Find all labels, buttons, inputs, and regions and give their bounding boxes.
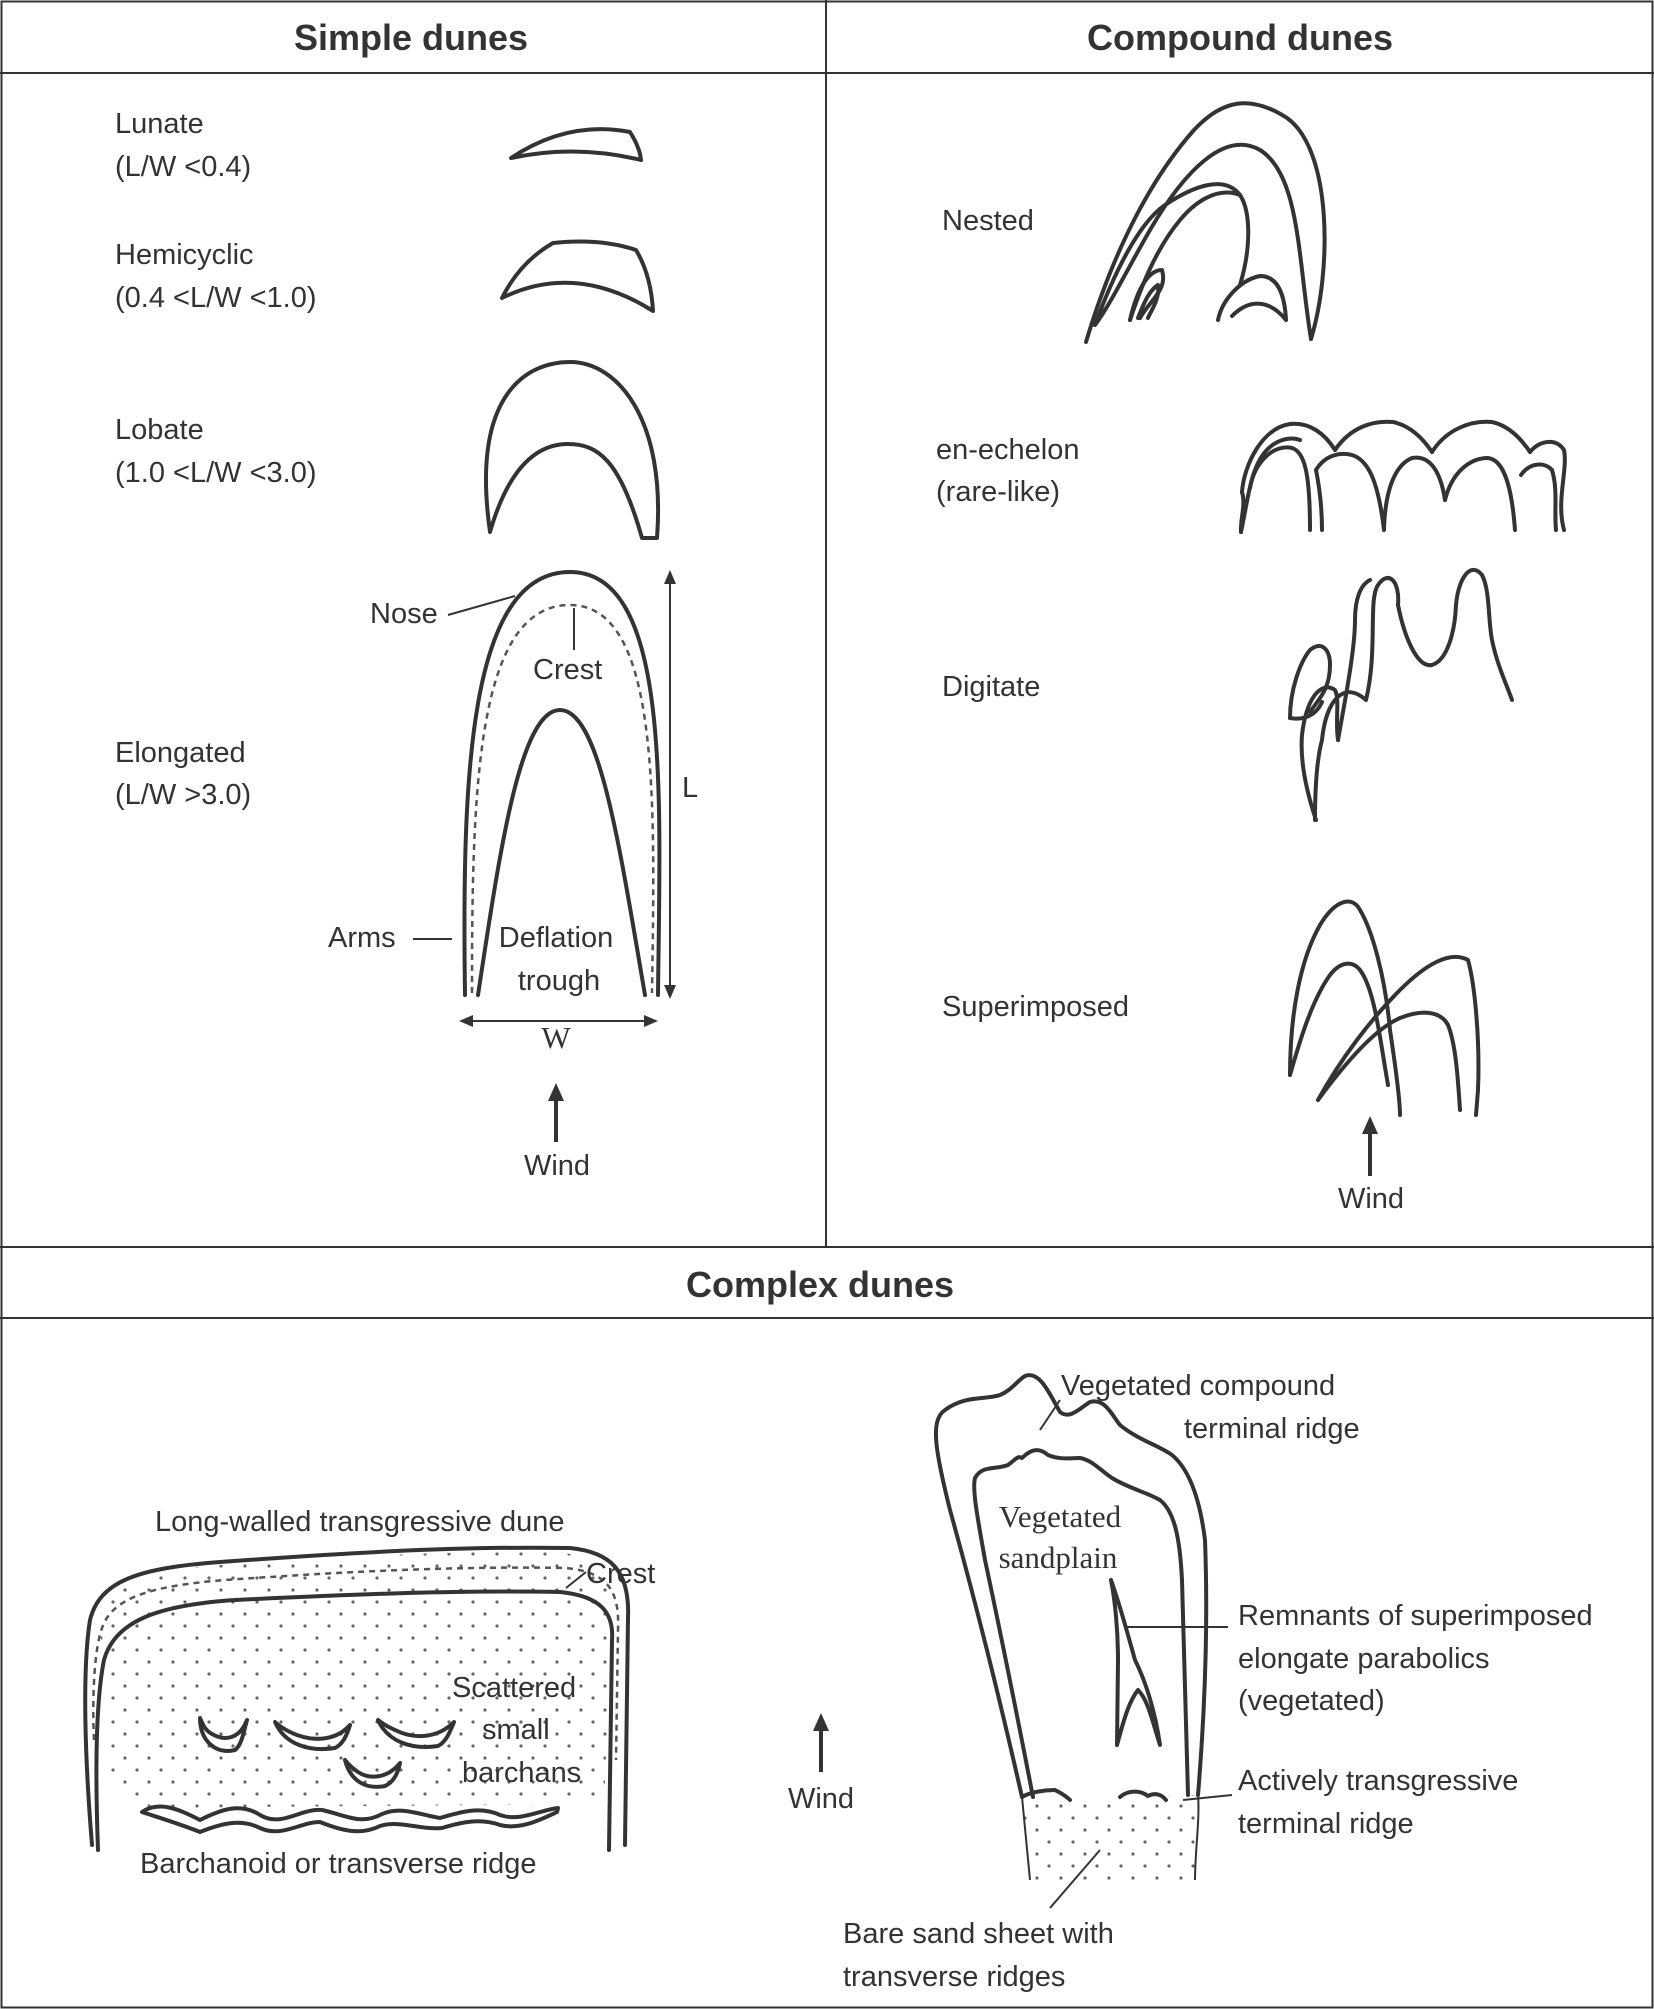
label-vegetated-compound: Vegetated compound: [1061, 1370, 1335, 1402]
width-dimension-arrow: [459, 1015, 658, 1027]
label-elongated-ratio: (L/W >3.0): [115, 779, 251, 811]
superimposed-dune: [1288, 899, 1481, 1117]
label-long-walled-dune: Long-walled transgressive dune: [155, 1506, 564, 1538]
label-lunate-ratio: (L/W <0.4): [115, 151, 251, 183]
wind-arrow-icon: [548, 1083, 564, 1142]
label-scattered: Scattered: [452, 1672, 576, 1704]
label-wind-compound: Wind: [1338, 1183, 1404, 1215]
label-actively-transgressive: Actively transgressive: [1238, 1765, 1518, 1797]
digitate-dune: [1288, 567, 1514, 822]
label-length: L: [682, 772, 698, 804]
label-barchans: barchans: [462, 1757, 581, 1789]
barchanoid-ridge-shape: [140, 1804, 560, 1834]
hemicyclic-dune-shape: [500, 239, 655, 313]
simple-dunes-panel: Lunate (L/W <0.4) Hemicyclic (0.4 <L/W <…: [115, 108, 698, 1182]
lunate-dune-shape: [509, 127, 643, 162]
label-elongate-parabolics: elongate parabolics: [1238, 1643, 1490, 1675]
en-echelon-dune-body: [1239, 436, 1302, 534]
parabolic-complex-dune: [934, 1373, 1209, 1881]
nose-leader-line: [447, 595, 516, 616]
label-arms: Arms: [328, 922, 396, 954]
label-en-echelon: en-echelon: [936, 434, 1080, 466]
header-compound-dunes: Compound dunes: [1087, 17, 1393, 58]
label-terminal-ridge: terminal ridge: [1184, 1413, 1360, 1445]
label-hemicyclic: Hemicyclic: [115, 239, 254, 271]
elongated-dune-outer-outline: [462, 570, 662, 997]
elongated-dune-inner-outline: [476, 708, 647, 997]
label-crest-complex: Crest: [586, 1558, 655, 1590]
label-wind-simple: Wind: [524, 1150, 590, 1182]
label-lunate: Lunate: [115, 108, 204, 140]
label-transverse-ridges: transverse ridges: [843, 1961, 1065, 1993]
label-en-echelon-note: (rare-like): [936, 476, 1060, 508]
label-hemicyclic-ratio: (0.4 <L/W <1.0): [115, 282, 317, 314]
label-barchanoid-ridge: Barchanoid or transverse ridge: [140, 1848, 537, 1880]
header-simple-dunes: Simple dunes: [294, 17, 528, 58]
label-remnants: Remnants of superimposed: [1238, 1600, 1593, 1632]
label-wind-complex: Wind: [788, 1783, 854, 1815]
wind-arrow-icon: [813, 1713, 829, 1772]
active-ridge-leader: [1182, 1794, 1233, 1801]
wind-arrow-icon: [1362, 1116, 1378, 1176]
vegetated-compound-leader: [1039, 1399, 1061, 1431]
label-nested: Nested: [942, 205, 1034, 237]
small-barchans: [198, 1716, 456, 1789]
label-lobate-ratio: (1.0 <L/W <3.0): [115, 457, 317, 489]
lobate-dune-shape: [484, 360, 661, 540]
label-digitate: Digitate: [942, 671, 1040, 703]
label-crest-elongated: Crest: [533, 654, 602, 686]
long-walled-dune-shape: [83, 1545, 631, 1852]
nested-dune: [1084, 101, 1327, 344]
label-sandplain: sandplain: [999, 1540, 1118, 1575]
label-elongated: Elongated: [115, 737, 246, 769]
bare-sand-leader: [1049, 1849, 1101, 1909]
label-nose: Nose: [370, 598, 438, 630]
label-small: small: [482, 1714, 550, 1746]
label-deflation: Deflation: [499, 922, 613, 954]
elongated-dune-crest-line: [470, 603, 655, 994]
label-vegetated-note: (vegetated): [1238, 1685, 1385, 1717]
label-width: W: [541, 1020, 571, 1055]
complex-dunes-panel: Long-walled transgressive dune Crest Sca…: [83, 1370, 1593, 1993]
header-complex-dunes: Complex dunes: [686, 1264, 954, 1305]
label-active-terminal-ridge: terminal ridge: [1238, 1808, 1414, 1840]
compound-dunes-panel: Nested: [936, 101, 1567, 1215]
label-trough: trough: [518, 965, 600, 997]
crest-complex-leader: [565, 1571, 587, 1589]
label-superimposed: Superimposed: [942, 991, 1129, 1023]
label-bare-sand-sheet: Bare sand sheet with: [843, 1918, 1114, 1950]
length-dimension-arrow: [664, 570, 676, 999]
label-lobate: Lobate: [115, 414, 204, 446]
label-vegetated: Vegetated: [999, 1499, 1122, 1534]
